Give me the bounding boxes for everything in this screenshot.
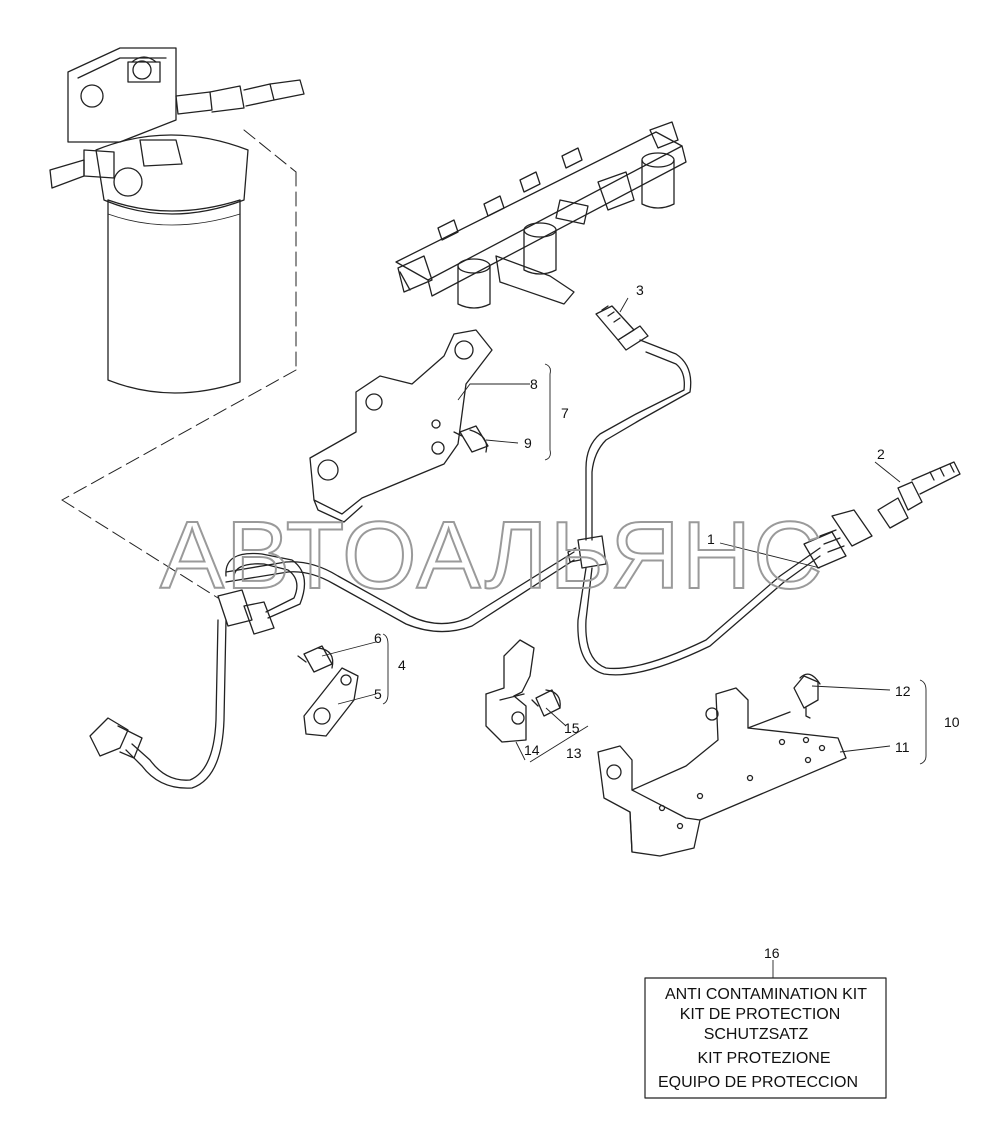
callout-8: 8 xyxy=(530,376,538,392)
kit-box-frame xyxy=(644,977,887,1099)
callout-1: 1 xyxy=(707,531,715,547)
kit-line-2: KIT DE PROTECTION xyxy=(680,1006,841,1023)
callout-13: 13 xyxy=(566,745,582,761)
common-rail xyxy=(395,121,687,309)
clip-6 xyxy=(297,645,334,673)
callout-4: 4 xyxy=(398,657,406,673)
fuel-filter-assembly xyxy=(49,47,305,599)
callouts: 1 2 3 4 5 6 7 8 9 10 11 12 13 14 15 16 xyxy=(374,282,960,961)
clip-12 xyxy=(793,673,821,719)
callout-2: 2 xyxy=(877,446,885,462)
kit-line-4: KIT PROTEZIONE xyxy=(697,1050,830,1067)
kit-box-text: ANTI CONTAMINATION KIT KIT DE PROTECTION… xyxy=(658,986,867,1091)
fuel-pipes xyxy=(89,339,821,789)
callout-6: 6 xyxy=(374,630,382,646)
kit-line-5: EQUIPO DE PROTECCION xyxy=(658,1074,858,1091)
callout-3: 3 xyxy=(636,282,644,298)
bracket-11 xyxy=(597,687,847,857)
bracket-8 xyxy=(309,329,493,523)
clip-15 xyxy=(531,689,561,717)
callout-9: 9 xyxy=(524,435,532,451)
callout-11: 11 xyxy=(895,739,910,755)
bracket-14 xyxy=(485,639,535,743)
nipple-2 xyxy=(877,461,961,529)
callout-14: 14 xyxy=(524,742,540,758)
leader-lines xyxy=(321,297,927,978)
callout-15: 15 xyxy=(564,720,580,736)
callout-5: 5 xyxy=(374,686,382,702)
connector-1 xyxy=(803,509,873,569)
bracket-5 xyxy=(303,667,359,737)
watermark: АВТОАЛЬЯНС xyxy=(160,502,824,609)
clip-9 xyxy=(453,425,489,453)
callout-10: 10 xyxy=(944,714,960,730)
callout-12: 12 xyxy=(895,683,911,699)
kit-line-1: ANTI CONTAMINATION KIT xyxy=(665,986,867,1003)
callout-16: 16 xyxy=(764,945,780,961)
callout-7: 7 xyxy=(561,405,569,421)
fitting-3 xyxy=(595,305,649,351)
kit-line-3: SCHUTZSATZ xyxy=(704,1026,809,1043)
